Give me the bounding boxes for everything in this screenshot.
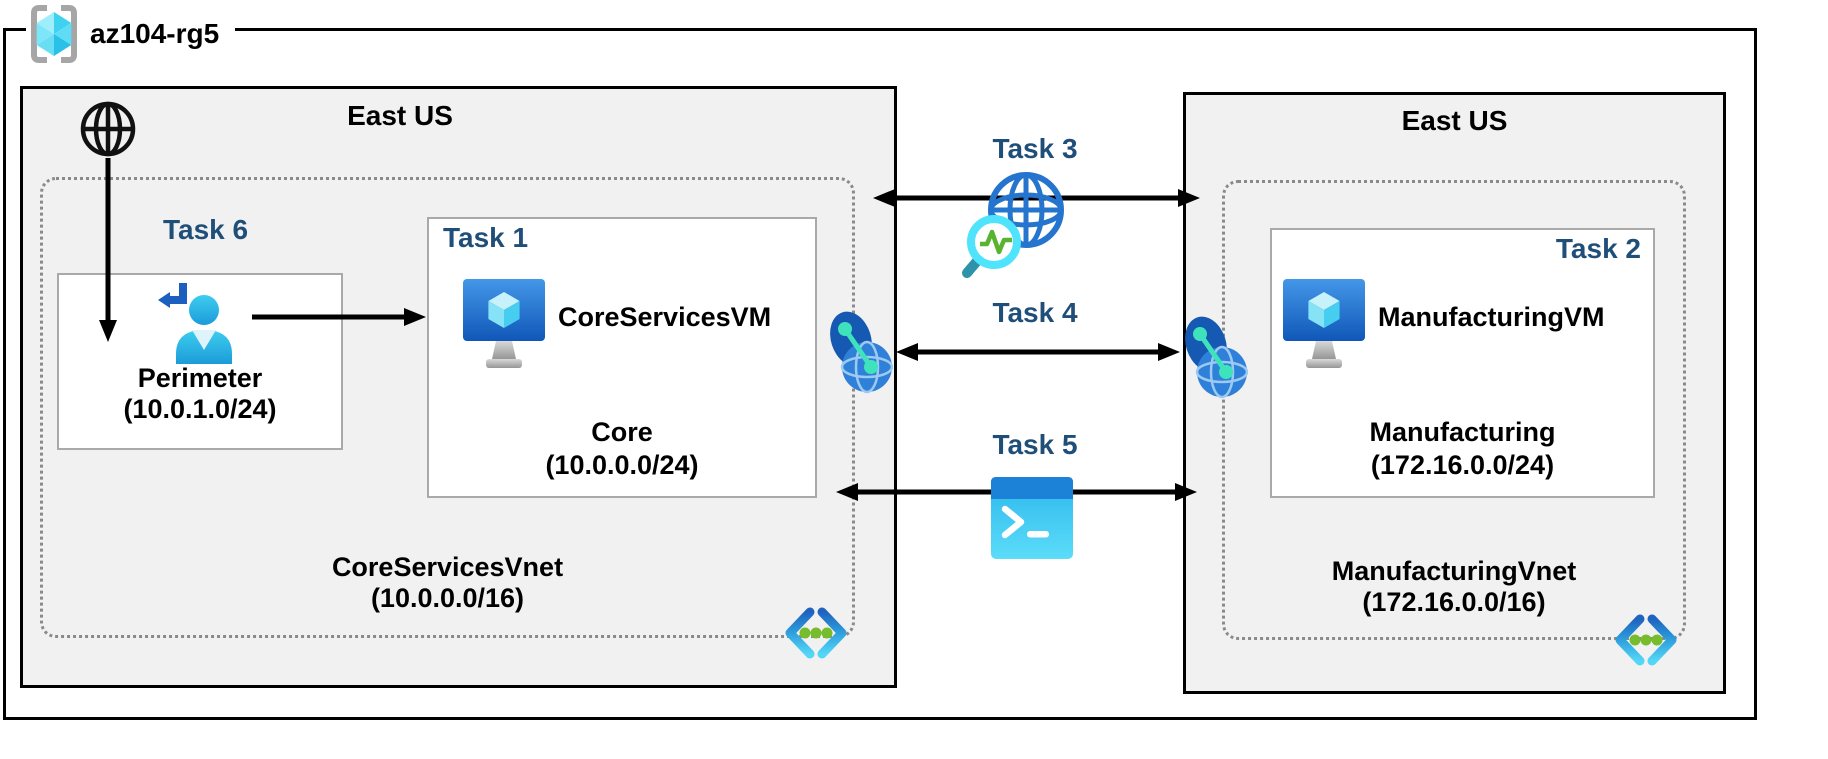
core-vnet-cidr: (10.0.0.0/16) (370, 583, 525, 613)
manufacturing-vnet-label: ManufacturingVnet (172.16.0.0/16) (1222, 556, 1686, 618)
core-subnet-name: Core (591, 417, 653, 447)
resource-group-frame (3, 28, 1757, 720)
resource-group-icon (31, 5, 77, 63)
core-subnet-label: Core (10.0.0.0/24) (427, 416, 817, 482)
resource-group-badge: az104-rg5 (26, 2, 236, 66)
network-watcher-icon (962, 172, 1064, 278)
virtual-network-icon (1615, 614, 1677, 666)
manufacturing-vnet-name: ManufacturingVnet (1331, 556, 1577, 586)
guest-user-icon (158, 283, 232, 364)
manufacturing-subnet-label: Manufacturing (172.16.0.0/24) (1270, 416, 1655, 482)
manufacturing-vnet-cidr: (172.16.0.0/16) (1362, 587, 1546, 617)
manufacturing-vm-name: ManufacturingVM (1378, 302, 1605, 332)
virtual-machine-icon (463, 279, 545, 368)
core-vnet-name: CoreServicesVnet (331, 552, 564, 582)
core-vm-name: CoreServicesVM (558, 302, 772, 332)
virtual-network-icon (785, 607, 847, 659)
task1-label: Task 1 (443, 222, 529, 253)
perimeter-subnet-name: Perimeter (137, 363, 263, 393)
task4-label: Task 4 (992, 297, 1078, 328)
vnet-right-boundary (1222, 180, 1686, 640)
core-subnet-box (427, 217, 817, 498)
manufacturing-subnet-name: Manufacturing (1369, 417, 1556, 447)
region-left-title: East US (347, 100, 453, 131)
resource-group-label: az104-rg5 (90, 18, 220, 49)
vnet-peering-icon (830, 311, 893, 394)
task2-label: Task 2 (1555, 233, 1641, 264)
core-subnet-cidr: (10.0.0.0/24) (545, 450, 699, 480)
task3-label: Task 3 (992, 133, 1078, 164)
vnet-left-boundary (40, 177, 855, 638)
task6-label: Task 6 (163, 214, 249, 245)
region-right-title: East US (1401, 105, 1508, 136)
core-vnet-label: CoreServicesVnet (10.0.0.0/16) (40, 552, 855, 614)
vnet-peering-icon (1185, 316, 1248, 399)
internet-globe-icon (80, 101, 136, 157)
manufacturing-subnet-cidr: (172.16.0.0/24) (1370, 450, 1555, 480)
virtual-machine-icon (1283, 279, 1365, 368)
perimeter-subnet-label: Perimeter (10.0.1.0/24) (57, 363, 343, 425)
cloud-shell-icon (991, 477, 1073, 559)
perimeter-subnet-cidr: (10.0.1.0/24) (123, 394, 277, 424)
task5-label: Task 5 (992, 429, 1078, 460)
